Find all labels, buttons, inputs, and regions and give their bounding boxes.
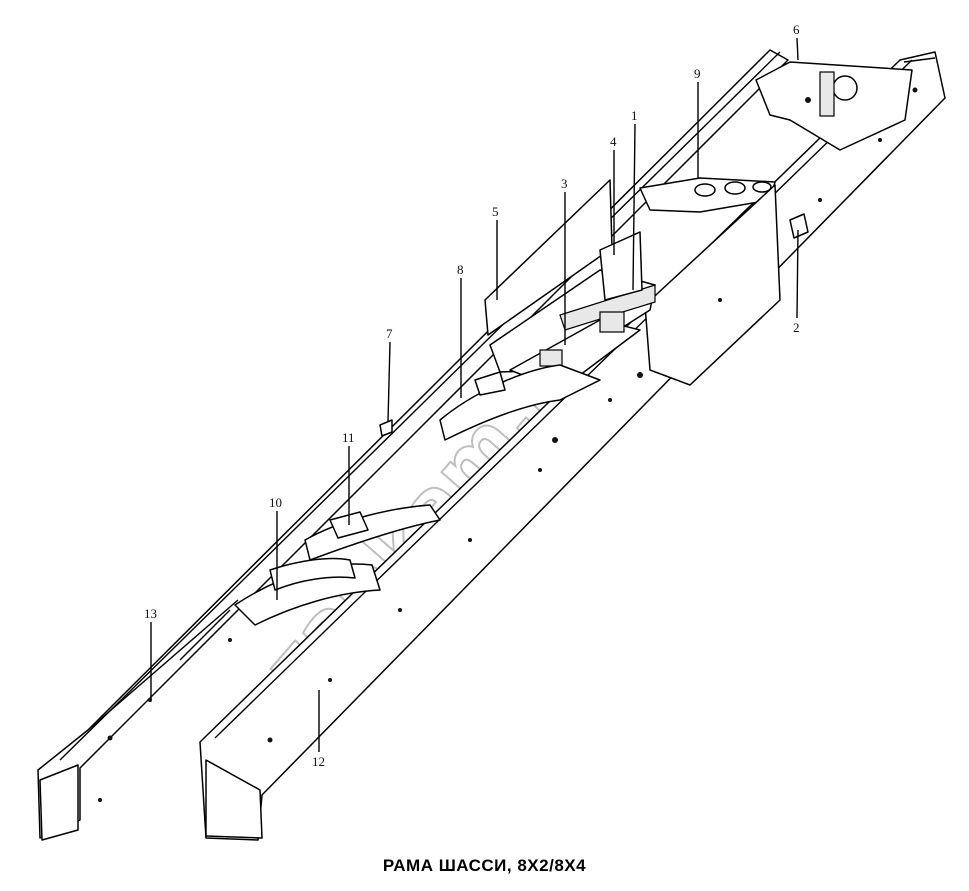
- callout-7: 7: [386, 326, 393, 341]
- diagram-caption: РАМА ШАССИ, 8Х2/8Х4: [382, 856, 587, 875]
- right-side-rail: [199, 51, 946, 841]
- callout-3: 3: [561, 176, 568, 191]
- callout-2: 2: [793, 320, 800, 335]
- front-cross-member: [755, 61, 913, 151]
- callout-8: 8: [457, 262, 464, 277]
- callout-10: 10: [269, 495, 282, 510]
- callout-11: 11: [342, 430, 355, 445]
- callout-9: 9: [694, 66, 701, 81]
- reinforcement-plate: [644, 184, 781, 386]
- bracket-2: [789, 213, 809, 239]
- callout-5: 5: [492, 204, 499, 219]
- callout-labels: 1 2 3 4 5 6 7 8 9 10 11 12 13: [144, 22, 800, 769]
- left-side-rail: [37, 49, 789, 841]
- callout-12: 12: [312, 754, 325, 769]
- callout-6: 6: [793, 22, 800, 37]
- callout-4: 4: [610, 134, 617, 149]
- callout-1: 1: [631, 108, 638, 123]
- cross-member-11: [304, 504, 441, 561]
- rear-cross-member-8: [439, 364, 601, 441]
- cross-member-10: [234, 557, 381, 626]
- leader-lines: [150, 37, 799, 752]
- rivet-holes: [98, 87, 918, 802]
- callout-13: 13: [144, 606, 157, 621]
